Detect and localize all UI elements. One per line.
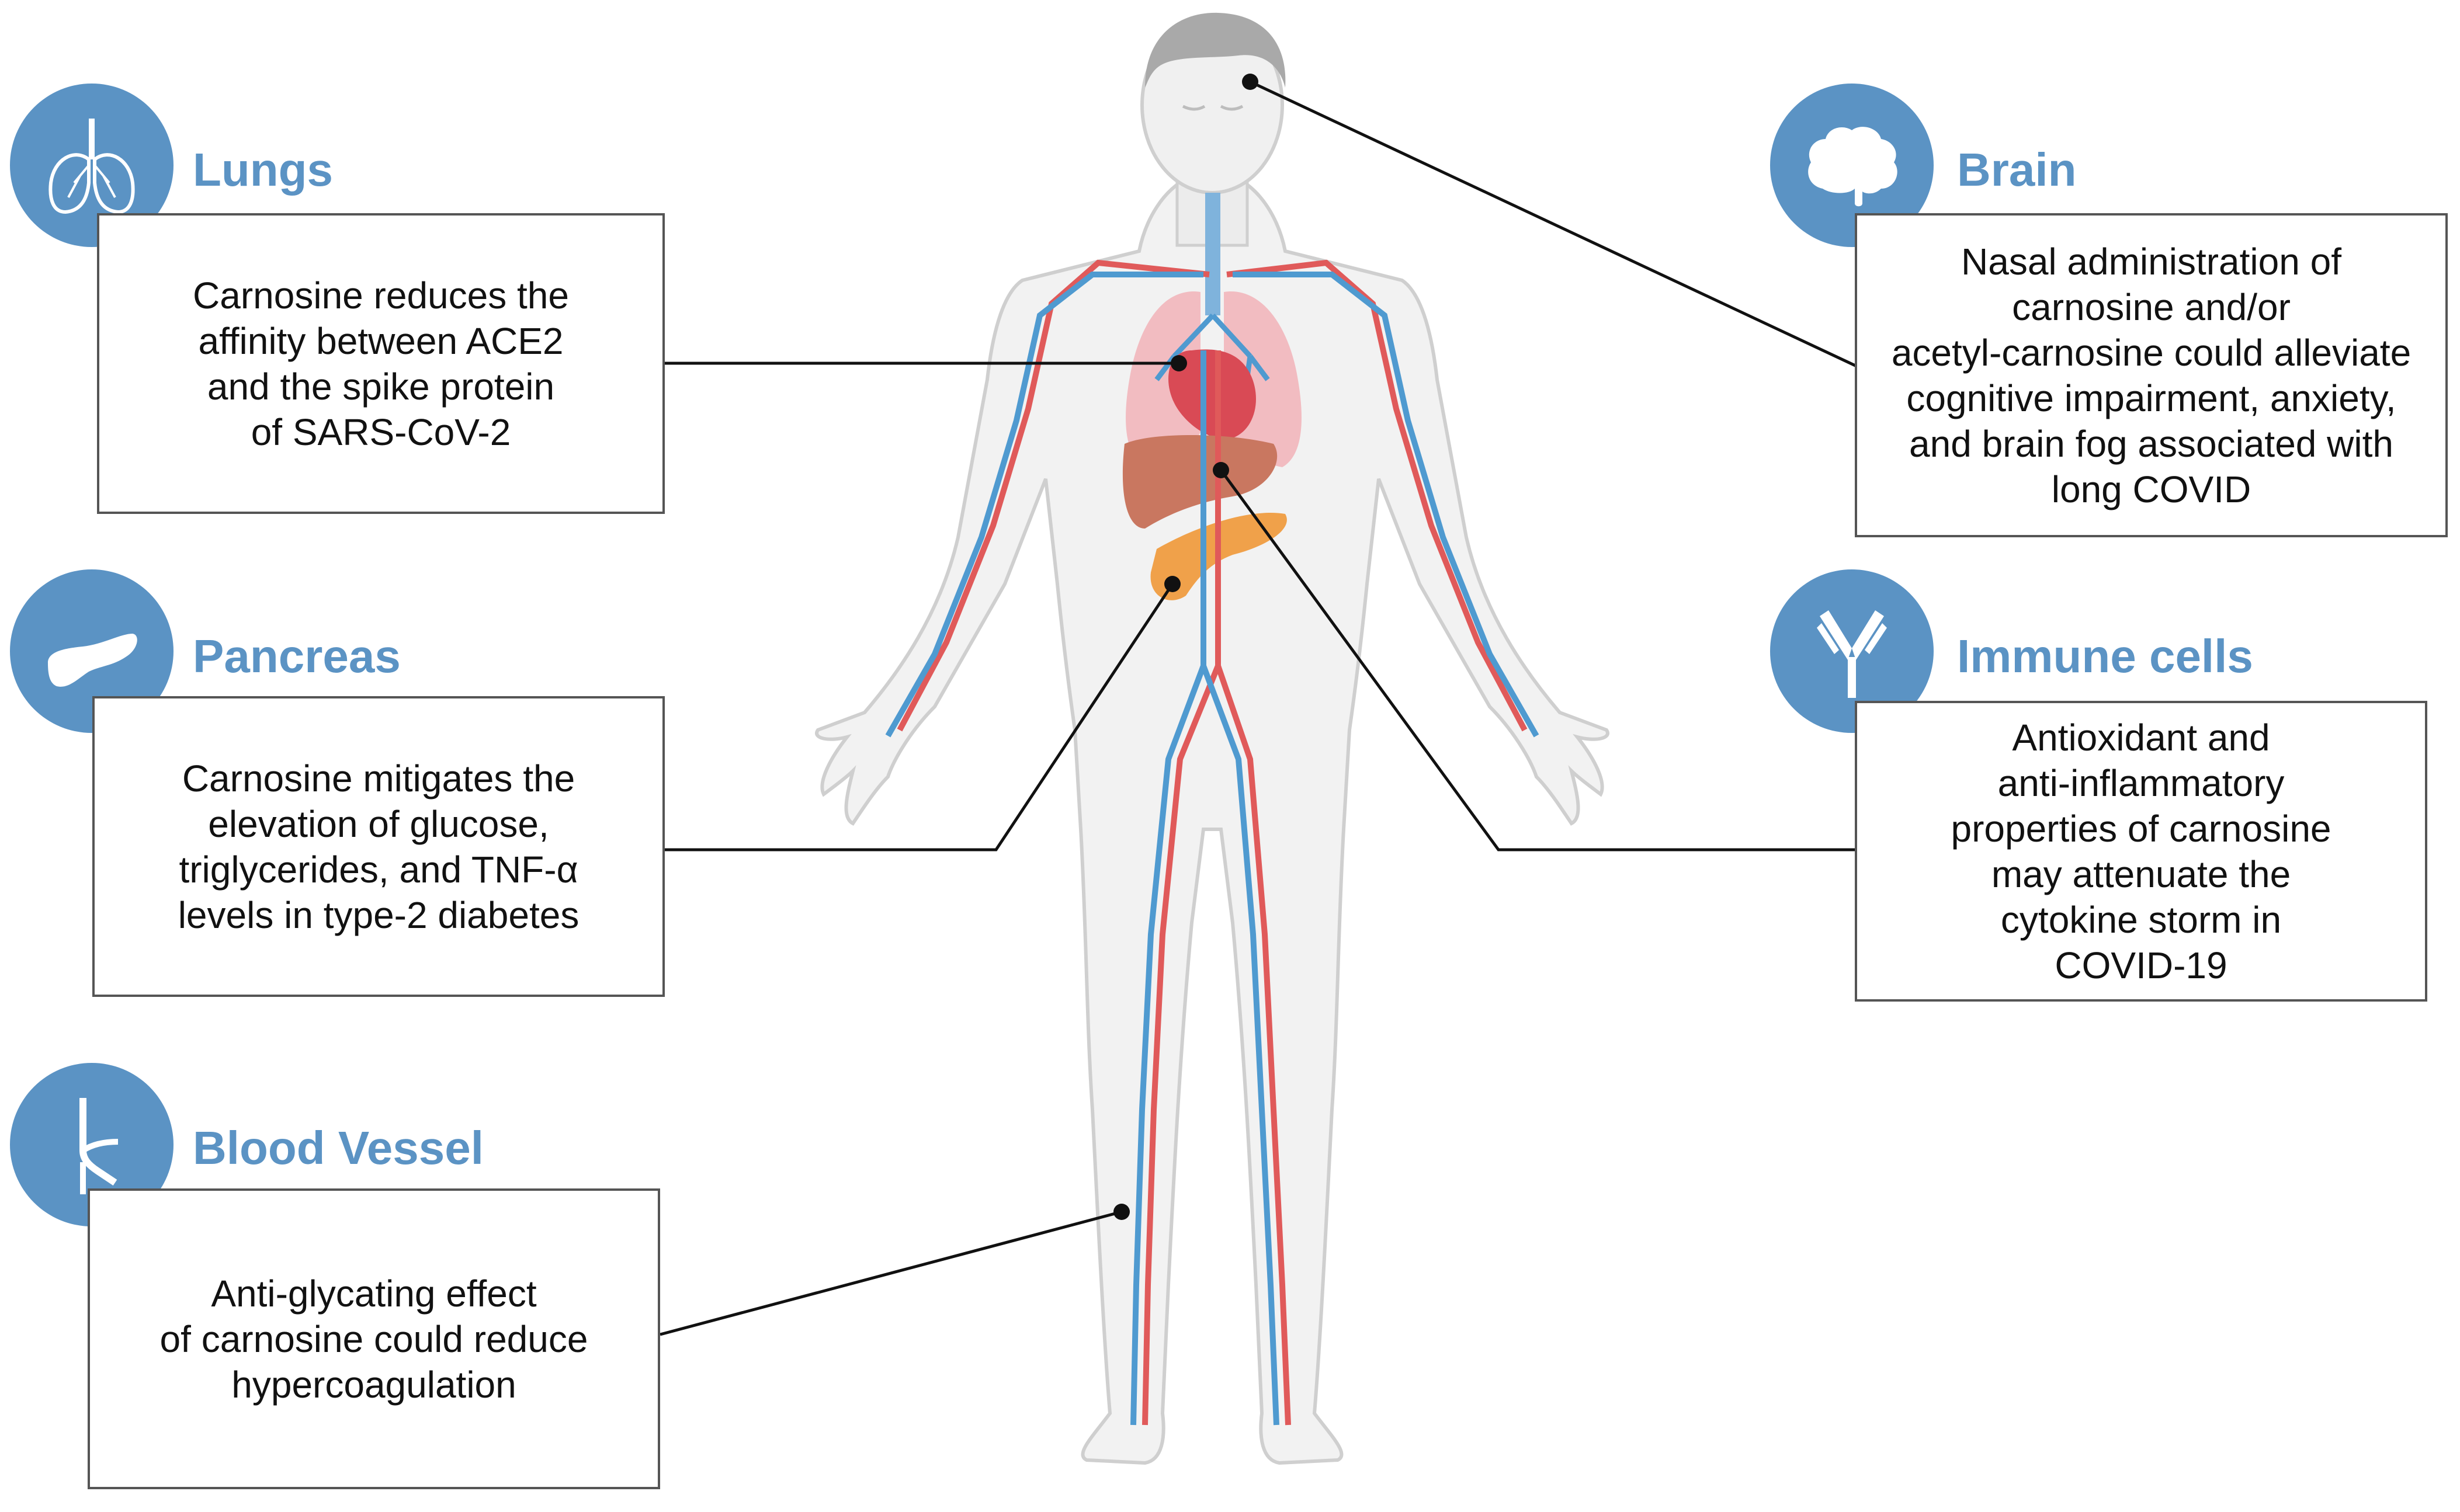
immune-cells-text-box: Antioxidant and anti-inflammatory proper… xyxy=(1855,701,2427,1002)
lungs-title: Lungs xyxy=(193,144,333,196)
liver xyxy=(1122,435,1278,529)
leader-line-immune-cells xyxy=(1219,469,1857,851)
leader-dot-lungs xyxy=(1171,355,1187,371)
lungs-text: Carnosine reduces the affinity between A… xyxy=(193,274,569,453)
immune-cells-text: Antioxidant and anti-inflammatory proper… xyxy=(1951,716,2331,986)
arteries xyxy=(897,259,1528,1426)
immune-cells-title: Immune cells xyxy=(1957,630,2253,682)
brain-text-box: Nasal administration of carnosine and/or… xyxy=(1855,213,2448,537)
leader-line-pancreas xyxy=(664,583,1174,851)
blood-vessel-text-box: Anti-glycating effect of carnosine could… xyxy=(88,1188,660,1489)
body-silhouette xyxy=(815,173,1609,1465)
pancreas-icon xyxy=(48,634,137,687)
leader-dot-immune-cells xyxy=(1213,462,1229,478)
pancreas-text-box: Carnosine mitigates the elevation of glu… xyxy=(92,696,665,997)
blood-vessel-title: Blood Vessel xyxy=(193,1122,484,1174)
leader-dot-blood-vessel xyxy=(1113,1204,1130,1220)
antibody-icon xyxy=(1817,610,1887,698)
hair xyxy=(1145,12,1286,88)
trachea xyxy=(1205,193,1220,315)
pancreas-text: Carnosine mitigates the elevation of glu… xyxy=(178,757,580,936)
lungs-text-box: Carnosine reduces the affinity between A… xyxy=(97,213,665,514)
lungs-icon-circle xyxy=(10,84,174,247)
blood-vessel-text: Anti-glycating effect of carnosine could… xyxy=(159,1272,588,1406)
leader-line-brain xyxy=(1249,80,1858,368)
brain-text: Nasal administration of carnosine and/or… xyxy=(1891,240,2412,510)
veins xyxy=(885,272,1539,1426)
leader-dot-brain xyxy=(1242,74,1258,90)
brain-title: Brain xyxy=(1957,144,2077,196)
leader-dot-pancreas xyxy=(1164,576,1181,592)
left-eye xyxy=(1182,105,1206,111)
right-eye xyxy=(1220,105,1244,111)
lungs-icon xyxy=(48,119,135,214)
brain-icon xyxy=(1808,127,1897,207)
left-lung xyxy=(1126,291,1200,467)
heart xyxy=(1168,349,1256,439)
leader-line-blood-vessel xyxy=(660,1210,1122,1336)
blood-vessel-icon xyxy=(79,1098,119,1194)
pancreas-title: Pancreas xyxy=(193,630,401,682)
